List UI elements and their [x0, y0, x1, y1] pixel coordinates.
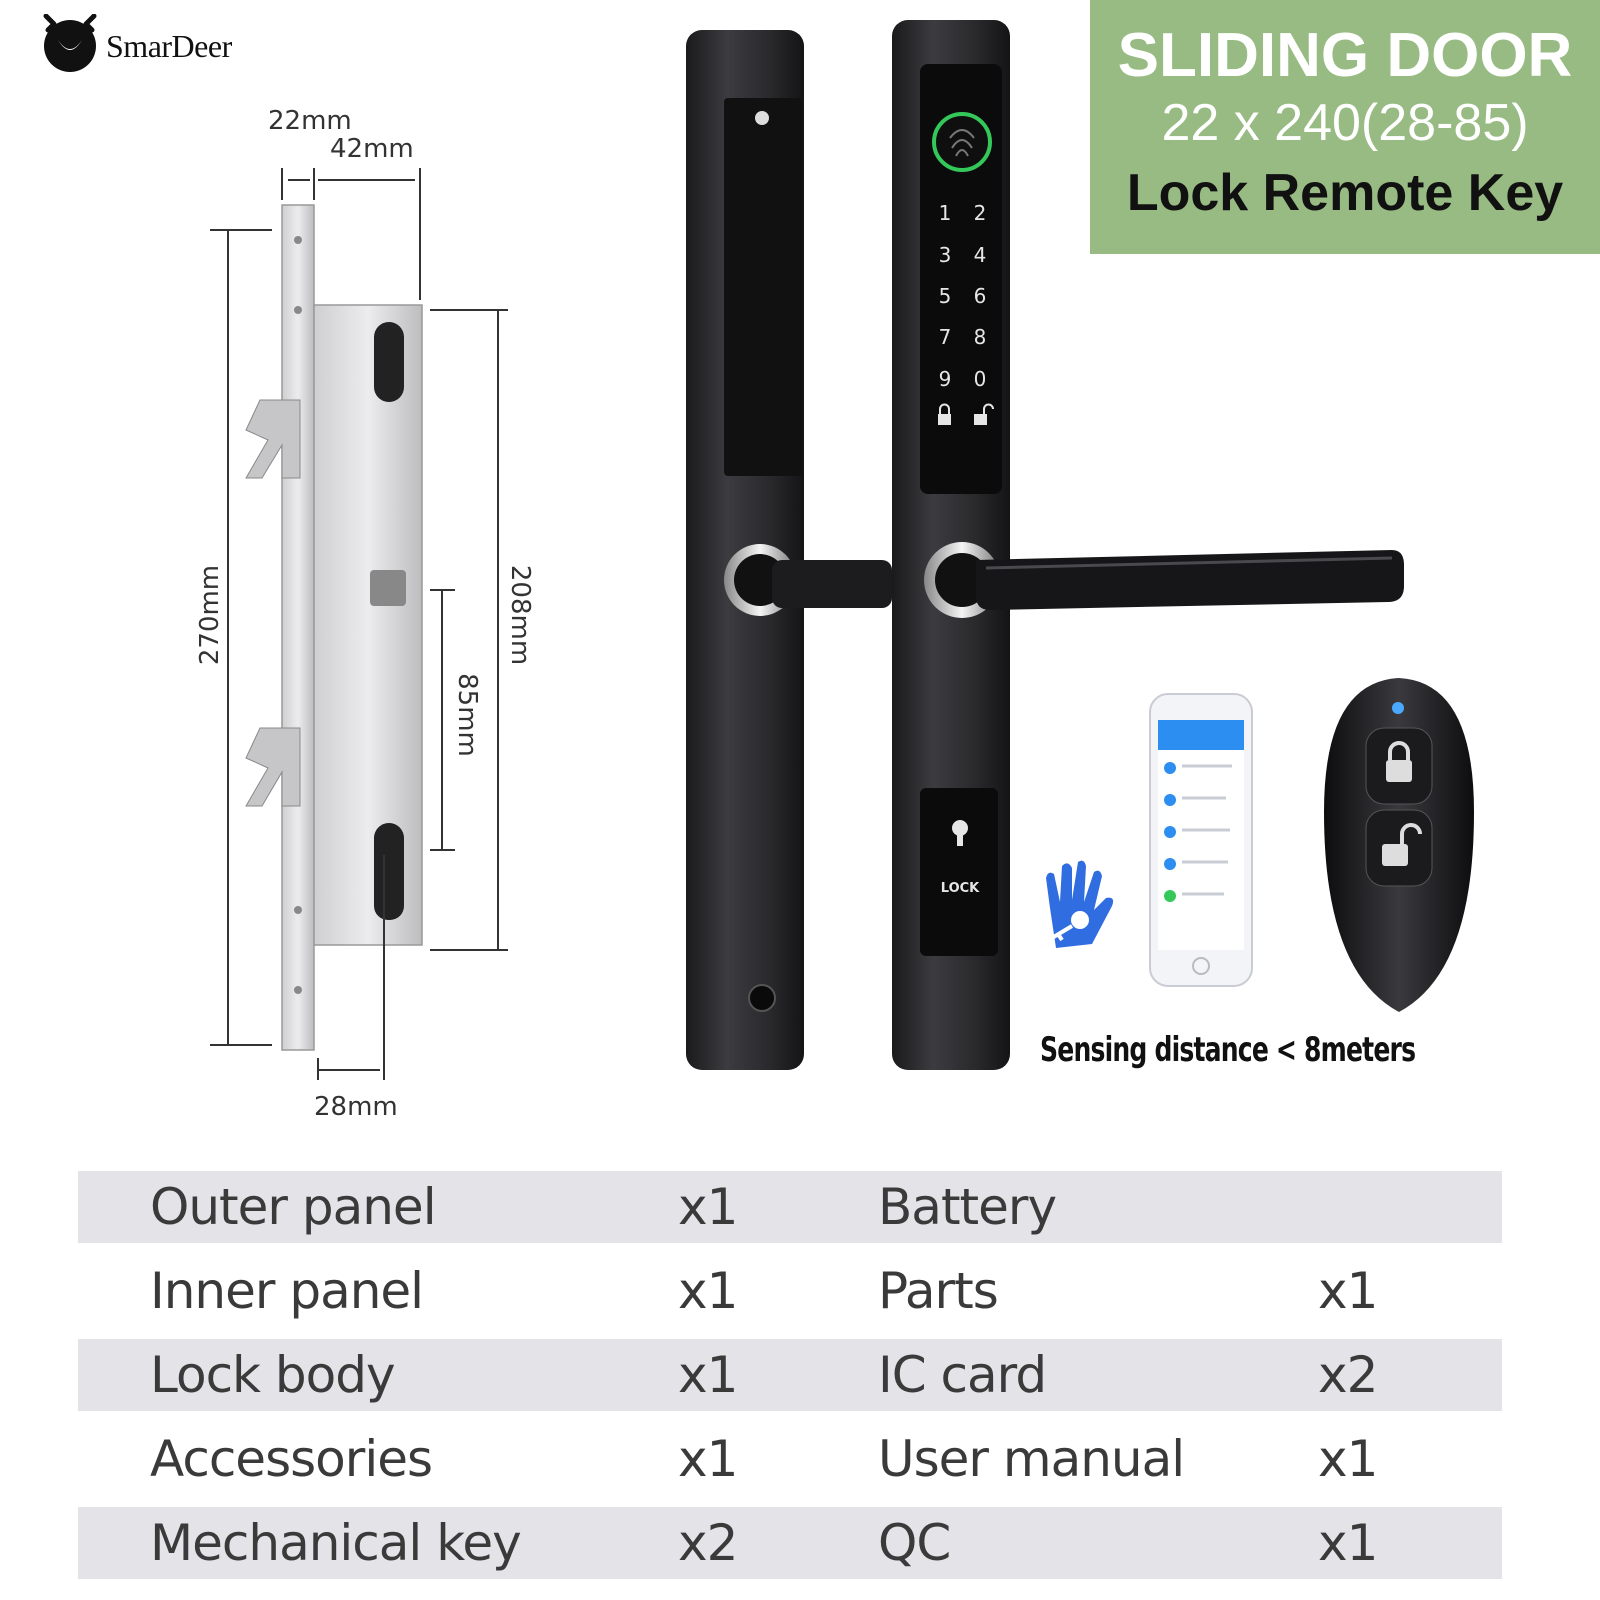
fingerprint-sensor-icon	[932, 112, 992, 172]
part-name: Battery	[878, 1178, 1057, 1236]
table-row: Outer panel x1 Battery	[78, 1171, 1502, 1243]
key-4: 4	[974, 243, 987, 267]
dim-28mm: 28mm	[314, 1092, 398, 1122]
lock-case	[313, 304, 423, 946]
status-led-icon	[1392, 702, 1404, 714]
part-qty: x1	[1318, 1262, 1378, 1320]
part-qty: x2	[678, 1514, 738, 1572]
key-8: 8	[974, 325, 987, 349]
part-name: Accessories	[150, 1430, 433, 1488]
phone-app-illustration	[1149, 693, 1253, 987]
key-6: 6	[974, 284, 987, 308]
sensing-distance-text: Sensing distance < 8meters	[1040, 1030, 1416, 1070]
part-qty: x1	[678, 1262, 738, 1320]
parts-list: Outer panel x1 Battery Inner panel x1 Pa…	[78, 1165, 1502, 1585]
dim-22mm: 22mm	[268, 106, 352, 136]
upper-hook	[245, 399, 301, 479]
table-row: Lock body x1 IC card x2	[78, 1339, 1502, 1411]
banner-features: Lock Remote Key	[1126, 164, 1564, 222]
part-qty: x1	[678, 1178, 738, 1236]
unlock-key-icon	[974, 403, 994, 425]
part-qty: x2	[1318, 1346, 1378, 1404]
dim-270mm: 270mm	[195, 564, 226, 666]
outer-panel: 1 2 3 4 5 6 7 8 9 0 LOCK	[892, 20, 1404, 1070]
dim-208mm: 208mm	[505, 564, 536, 666]
lock-icon	[1386, 741, 1412, 782]
key-0: 0	[974, 367, 987, 391]
unlock-icon	[1382, 823, 1422, 866]
lock-panels: 1 2 3 4 5 6 7 8 9 0 LOCK	[686, 20, 1404, 1070]
lock-key-icon	[938, 403, 951, 425]
part-qty: x1	[1318, 1514, 1378, 1572]
dim-85mm: 85mm	[451, 673, 482, 757]
key-9: 9	[939, 367, 952, 391]
lock-faceplate	[281, 204, 315, 1051]
part-qty: x1	[678, 1346, 738, 1404]
deer-head-icon	[43, 14, 97, 72]
banner-size: 22 x 240(28-85)	[1161, 94, 1529, 152]
brand-logo: SmarDeer	[34, 14, 294, 78]
hand-key-icon	[1046, 860, 1114, 948]
table-row: Inner panel x1 Parts x1	[78, 1249, 1502, 1333]
lock-body-diagram	[210, 168, 508, 1080]
key-1: 1	[939, 201, 952, 225]
part-name: Parts	[878, 1262, 999, 1320]
part-name: Inner panel	[150, 1262, 424, 1320]
part-qty: x1	[678, 1430, 738, 1488]
key-7: 7	[939, 325, 952, 349]
part-name: Outer panel	[150, 1178, 437, 1236]
banner-title: SLIDING DOOR	[1117, 21, 1573, 90]
dim-42mm: 42mm	[330, 134, 414, 164]
key-2: 2	[974, 201, 987, 225]
table-row: Mechanical key x2 QC x1	[78, 1507, 1502, 1579]
keyhole-icon	[952, 820, 968, 836]
brand-name: SmarDeer	[106, 28, 232, 64]
inner-panel	[686, 30, 892, 1070]
product-banner: SLIDING DOOR 22 x 240(28-85) Lock Remote…	[1090, 0, 1600, 254]
key-5: 5	[939, 284, 952, 308]
part-name: User manual	[878, 1430, 1185, 1488]
part-name: Lock body	[150, 1346, 396, 1404]
remote-key-fob	[1324, 678, 1474, 1012]
part-name: IC card	[878, 1346, 1047, 1404]
key-3: 3	[939, 243, 952, 267]
lower-hook	[245, 727, 301, 807]
part-qty: x1	[1318, 1430, 1378, 1488]
lock-label: LOCK	[941, 881, 980, 896]
part-name: QC	[878, 1514, 951, 1572]
part-name: Mechanical key	[150, 1514, 522, 1572]
table-row: Accessories x1 User manual x1	[78, 1417, 1502, 1501]
